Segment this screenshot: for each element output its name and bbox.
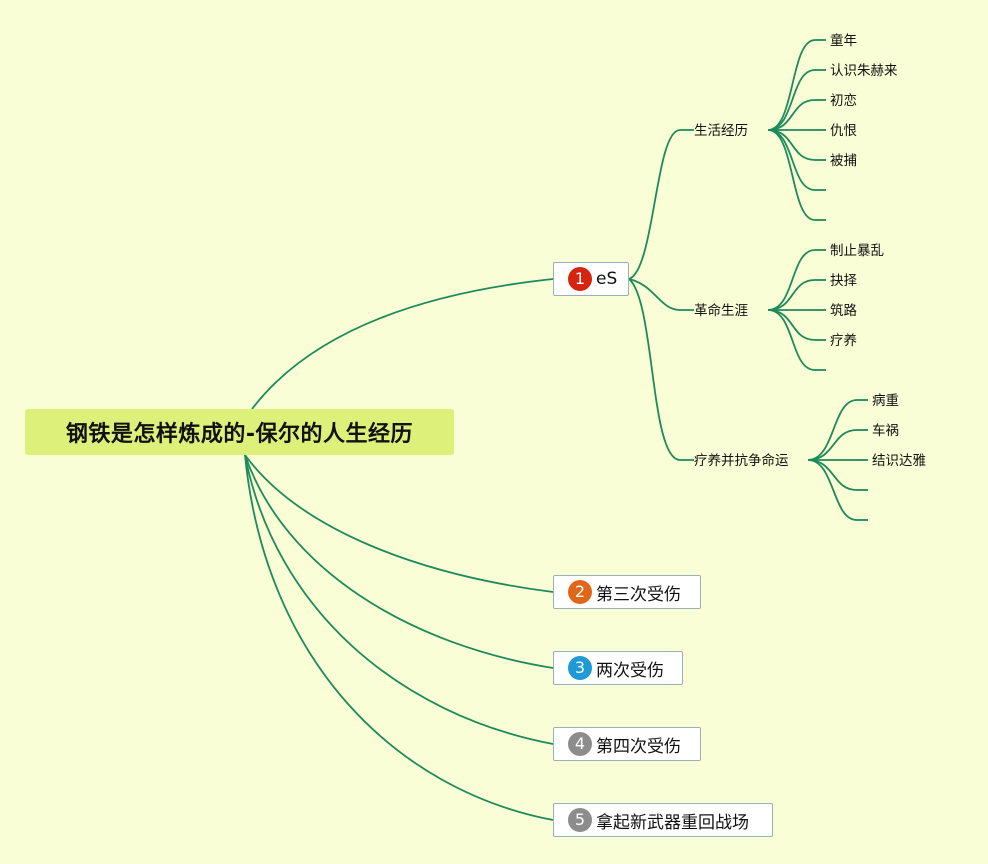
root-topic[interactable]: 钢铁是怎样炼成的-保尔的人生经历: [25, 409, 454, 455]
leaf-topic[interactable]: 结识达雅: [872, 453, 926, 469]
branch-topic-5[interactable]: 5 拿起新武器重回战场: [553, 803, 773, 837]
root-connector: [244, 454, 554, 821]
subtopic-life-experience[interactable]: 生活经历: [694, 123, 748, 139]
branch-connector: [628, 278, 694, 461]
branch-topic-1[interactable]: 1 eS: [553, 262, 629, 296]
branch-connector: [628, 278, 694, 311]
leaf-topic[interactable]: 筑路: [830, 303, 857, 319]
number-3-icon: 3: [568, 656, 592, 680]
leaf-connector: [767, 129, 816, 191]
leaf-connector: [767, 129, 816, 221]
number-4-icon: 4: [568, 732, 592, 756]
root-connector: [244, 454, 554, 669]
leaf-connector: [807, 429, 858, 461]
branch-topic-label: 第三次受伤: [596, 584, 681, 605]
leaf-connector: [807, 459, 858, 521]
root-connector: [251, 278, 554, 410]
leaf-topic[interactable]: 制止暴乱: [830, 243, 884, 259]
number-1-icon: 1: [568, 267, 592, 291]
branch-topic-4[interactable]: 4 第四次受伤: [553, 727, 701, 761]
root-topic-label: 钢铁是怎样炼成的-保尔的人生经历: [65, 422, 414, 447]
leaf-topic[interactable]: 童年: [830, 33, 857, 49]
leaf-connector: [807, 459, 858, 491]
leaf-topic[interactable]: 抉择: [830, 273, 857, 289]
leaf-connector: [767, 39, 816, 131]
branch-topic-label: eS: [596, 269, 618, 289]
root-connector: [244, 454, 554, 593]
branch-topic-3[interactable]: 3 两次受伤: [553, 651, 683, 685]
branch-connector: [628, 129, 694, 280]
leaf-topic[interactable]: 认识朱赫来: [830, 63, 898, 79]
branch-topic-label: 拿起新武器重回战场: [596, 812, 749, 833]
leaf-topic[interactable]: 病重: [872, 393, 899, 409]
leaf-connector: [767, 309, 816, 371]
leaf-topic[interactable]: 初恋: [830, 93, 857, 109]
root-connector: [244, 454, 554, 745]
branch-topic-label: 两次受伤: [596, 660, 664, 681]
leaf-topic[interactable]: 疗养: [830, 333, 857, 349]
branch-topic-label: 第四次受伤: [596, 736, 681, 757]
leaf-connector: [767, 69, 816, 131]
number-5-icon: 5: [568, 808, 592, 832]
leaf-topic[interactable]: 车祸: [872, 423, 899, 439]
leaf-connector: [807, 399, 858, 461]
subtopic-recuperation-fight[interactable]: 疗养并抗争命运: [694, 453, 789, 469]
branch-topic-2[interactable]: 2 第三次受伤: [553, 575, 701, 609]
number-2-icon: 2: [568, 580, 592, 604]
leaf-connector: [767, 249, 816, 311]
leaf-topic[interactable]: 被捕: [830, 153, 857, 169]
subtopic-revolution-career[interactable]: 革命生涯: [694, 303, 748, 319]
leaf-topic[interactable]: 仇恨: [830, 123, 857, 139]
